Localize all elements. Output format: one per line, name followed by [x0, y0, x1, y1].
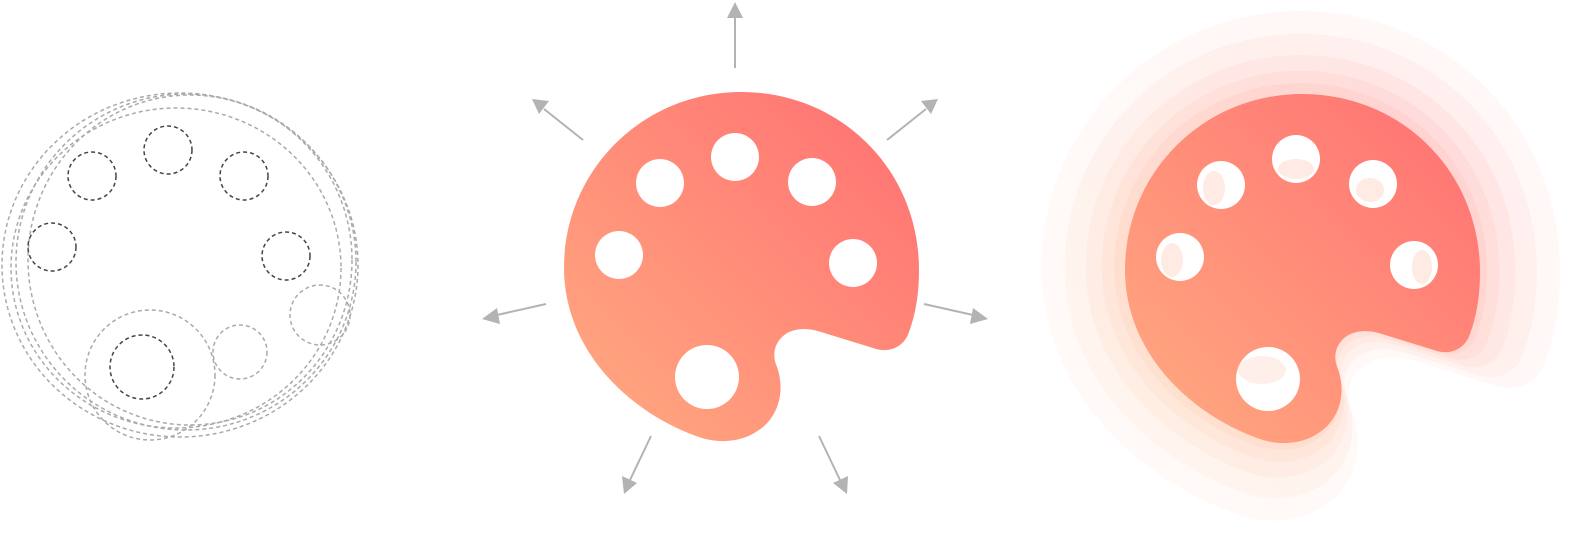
expand-arrow-icon — [886, 99, 938, 141]
palette-well-large — [675, 345, 739, 409]
outline-rings — [1, 92, 359, 441]
outline-ring — [27, 94, 353, 426]
outline-small-ring — [289, 284, 351, 346]
outline-ring — [1, 92, 359, 438]
expand-arrow-icon — [923, 303, 988, 324]
palette-with-glow — [1041, 11, 1560, 521]
palette-icon — [564, 92, 919, 442]
glow-well — [1197, 161, 1245, 209]
expand-arrow-icon — [622, 435, 652, 494]
palette-wells — [595, 133, 877, 409]
palette-well — [711, 133, 759, 181]
glow-well — [1272, 135, 1320, 183]
glow-wells — [1156, 135, 1438, 411]
outline-well — [67, 151, 117, 201]
outline-wells — [27, 125, 311, 400]
glow-well — [1349, 160, 1397, 208]
expand-arrow-icon — [727, 2, 743, 68]
palette-well — [636, 159, 684, 207]
expand-arrow-icon — [818, 435, 848, 494]
palette-glow-icon — [1125, 94, 1480, 444]
outline-thumb-ring — [84, 309, 216, 441]
expand-arrow-icon — [482, 303, 547, 324]
expand-arrows — [482, 2, 988, 494]
glow-well — [1390, 241, 1438, 289]
palette-well — [595, 231, 643, 279]
palette-with-arrows — [482, 2, 988, 494]
outline-well — [261, 231, 311, 281]
outline-well — [219, 151, 269, 201]
outline-ring — [10, 107, 342, 429]
expand-arrow-icon — [532, 99, 584, 141]
palette-well — [788, 158, 836, 206]
outline-ring — [15, 93, 357, 431]
glow-well — [1156, 233, 1204, 281]
glow-well-large — [1236, 347, 1300, 411]
outline-well — [27, 222, 77, 272]
outline-well-large — [109, 334, 175, 400]
palette-well — [829, 239, 877, 287]
outline-small-ring — [212, 324, 268, 380]
palette-outline-sketch — [1, 92, 359, 441]
outline-well — [143, 125, 193, 175]
